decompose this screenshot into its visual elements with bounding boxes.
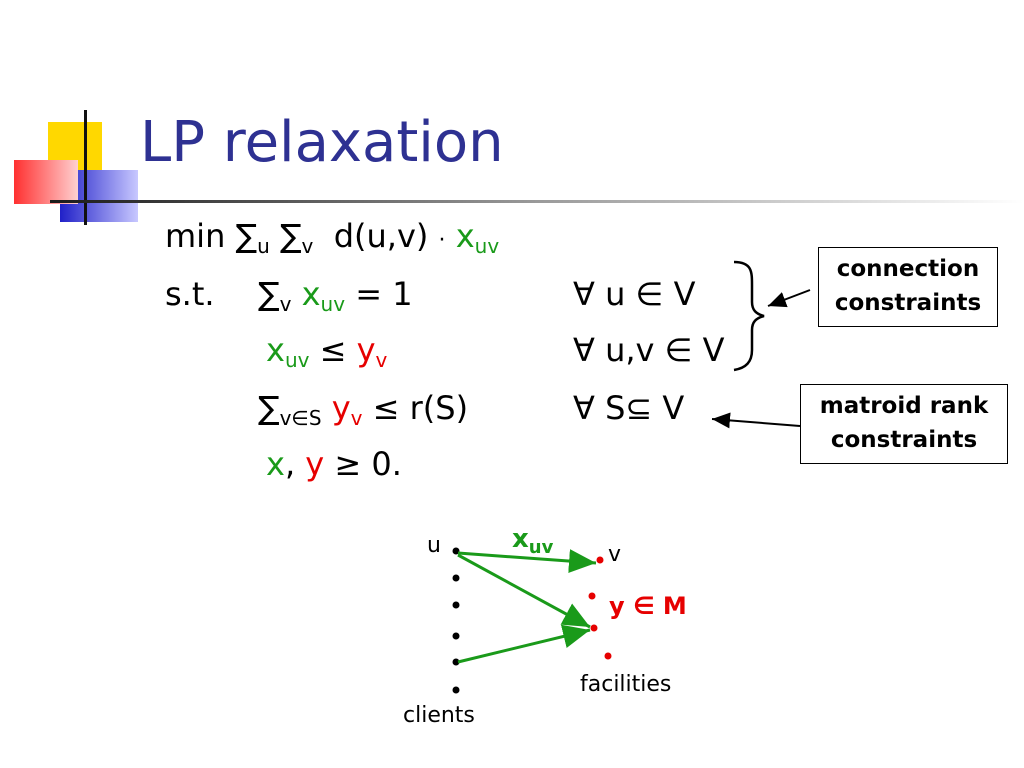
st-keyword: s.t. xyxy=(165,275,215,313)
lp-constraint-3: ∑v∈S yv ≤ r(S) xyxy=(258,389,469,430)
y-variable: y xyxy=(331,389,351,427)
red-square xyxy=(14,160,78,204)
edge-client-facility xyxy=(457,624,591,664)
client-dots xyxy=(452,547,460,694)
y-in-m-label: y ∈ M xyxy=(609,592,687,620)
forall-3: ∀ S⊆ V xyxy=(573,389,685,427)
facility-dots xyxy=(588,556,612,660)
x-variable: x xyxy=(455,217,475,255)
u-label: u xyxy=(427,533,441,558)
x-variable: x xyxy=(301,275,321,313)
x-variable: x xyxy=(266,331,285,369)
lp-constraint-1: s.t. xyxy=(165,274,215,314)
connection-arrow xyxy=(767,289,811,308)
sum-symbol: ∑ xyxy=(258,389,280,427)
title-decoration xyxy=(14,110,1024,225)
connection-constraints-callout: connection constraints xyxy=(818,247,998,327)
forall-2: ∀ u,v ∈ V xyxy=(573,331,725,369)
edge-u-facility xyxy=(457,553,591,629)
horizontal-rule xyxy=(50,200,1024,203)
distance-term: d(u,v) xyxy=(333,217,429,255)
sum-symbol: ∑ xyxy=(258,275,280,313)
lp-objective: min ∑u ∑v d(u,v) · xuv xyxy=(165,217,500,258)
lp-constraint-2: xuv ≤ yv xyxy=(266,331,388,372)
vertical-rule xyxy=(84,110,87,225)
lp-constraint-1-body: ∑v xuv = 1 xyxy=(258,275,413,316)
y-variable: y xyxy=(356,331,376,369)
lp-constraint-4: x, y ≥ 0. xyxy=(266,445,402,483)
sum-symbol: ∑ xyxy=(235,217,258,255)
min-keyword: min xyxy=(165,217,226,255)
sum-symbol: ∑ xyxy=(279,217,302,255)
clients-label: clients xyxy=(403,703,475,728)
y-variable: y xyxy=(305,445,325,483)
x-variable: x xyxy=(266,445,285,483)
slide-title: LP relaxation xyxy=(140,110,504,175)
forall-1: ∀ u ∈ V xyxy=(573,275,696,313)
edge-u-v xyxy=(457,549,597,574)
v-label: v xyxy=(608,542,622,567)
matroid-rank-callout: matroid rank constraints xyxy=(800,384,1008,464)
matroid-arrow xyxy=(711,412,801,429)
right-brace xyxy=(733,260,765,372)
x-uv-label: xuv xyxy=(512,524,554,558)
facilities-label: facilities xyxy=(580,672,672,697)
